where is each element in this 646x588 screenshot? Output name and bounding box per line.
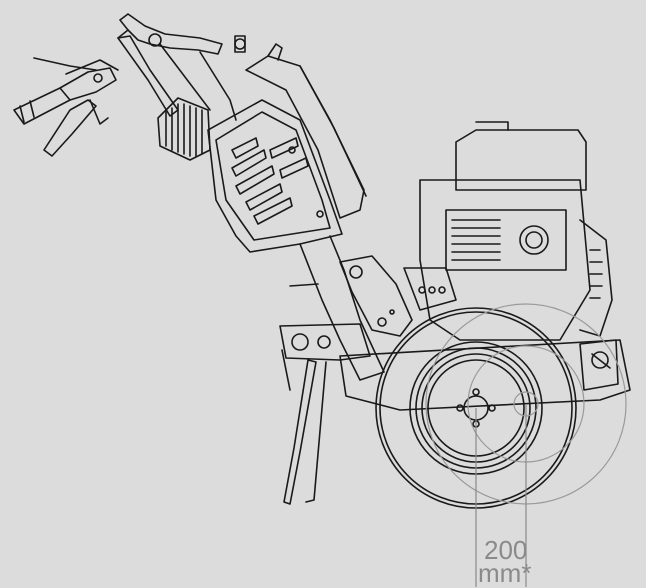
gearbox-cylinder xyxy=(157,97,211,161)
dimension-lines xyxy=(475,404,527,587)
belt-guard xyxy=(207,99,343,253)
support-leg xyxy=(281,349,327,505)
hand-grip xyxy=(13,57,119,157)
dimension-value: 200 xyxy=(484,535,528,565)
frame-column xyxy=(245,43,367,219)
engine-body xyxy=(403,121,613,341)
handlebar xyxy=(117,13,246,121)
dimension-unit: mm* xyxy=(478,558,532,588)
lower-frame xyxy=(279,235,413,381)
